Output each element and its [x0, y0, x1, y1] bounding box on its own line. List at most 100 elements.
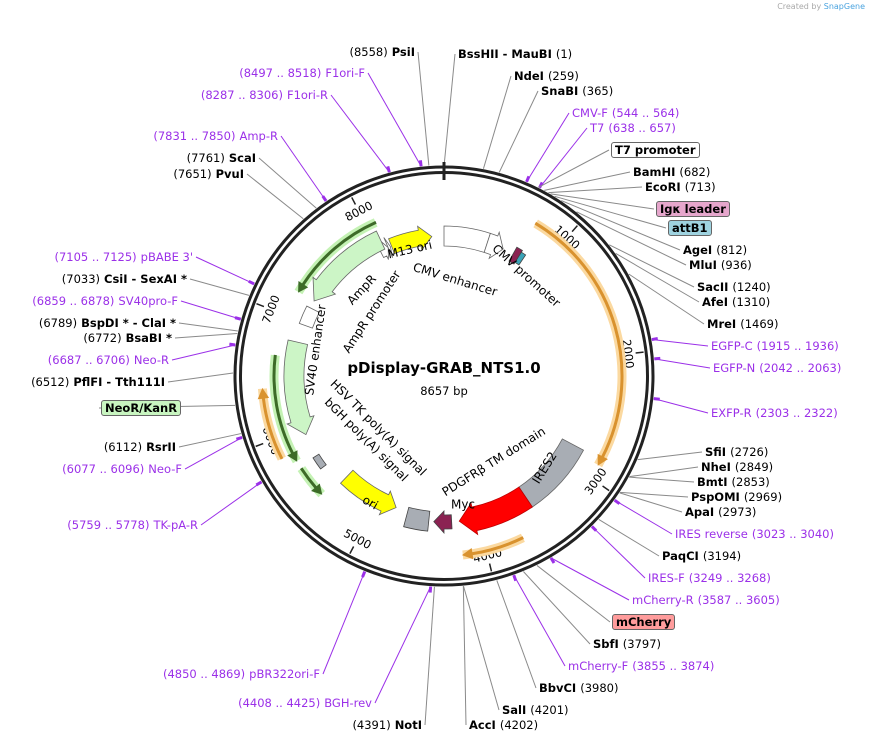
- primer-label[interactable]: CMV-F(544 .. 564): [572, 106, 683, 120]
- feature-igk-leader[interactable]: [508, 246, 523, 265]
- snapgene-credit: Created by SnapGene: [777, 2, 865, 11]
- enzyme-site-label[interactable]: AfeI(1310): [702, 295, 774, 309]
- primer-label[interactable]: (8497 .. 8518)F1ori-F: [235, 66, 365, 80]
- feature-label-box[interactable]: T7 promoter: [611, 142, 700, 158]
- leader-line: [330, 94, 390, 173]
- enzyme-site-label[interactable]: BbvCI(3980): [539, 681, 622, 695]
- site-name: CMV-F: [572, 106, 608, 120]
- enzyme-site-label[interactable]: BamHI(682): [633, 165, 714, 179]
- enzyme-site-label[interactable]: (7033)CsiI - SexAI *: [58, 272, 187, 286]
- primer-label[interactable]: EGFP-N(2042 .. 2063): [713, 361, 845, 375]
- feature-bgh-polya[interactable]: [403, 506, 431, 532]
- enzyme-site-label[interactable]: MluI(936): [689, 258, 756, 272]
- feature-ires2[interactable]: [518, 438, 585, 508]
- feature-label[interactable]: CMV promoter: [490, 242, 564, 310]
- orf-arc-neo-1[interactable]: [272, 354, 298, 462]
- primer-label[interactable]: IRES-F(3249 .. 3268): [648, 571, 775, 585]
- enzyme-site-label[interactable]: SbfI(3797): [593, 637, 665, 651]
- orf-arc-top-right[interactable]: [534, 221, 624, 466]
- enzyme-site-label[interactable]: PaqCI(3194): [662, 549, 745, 563]
- enzyme-site-label[interactable]: AccI(4202): [469, 718, 542, 732]
- enzyme-site-label[interactable]: SfiI(2726): [705, 445, 772, 459]
- enzyme-site-label[interactable]: SalI(4201): [502, 703, 573, 717]
- primer-label[interactable]: IRES reverse(3023 .. 3040): [675, 527, 838, 541]
- orf-arc-left[interactable]: [257, 387, 284, 460]
- feature-hsv-tk-polya[interactable]: [312, 453, 327, 470]
- feature-small-arrow[interactable]: [383, 237, 393, 258]
- leader-line: [619, 491, 689, 498]
- leader-line: [246, 173, 304, 220]
- feature-attb1[interactable]: [514, 251, 527, 266]
- enzyme-site-label[interactable]: MreI(1469): [707, 317, 782, 331]
- site-name: F1ori-R: [286, 88, 328, 102]
- enzyme-site-label[interactable]: (6512)PflFI - Tth111I: [27, 375, 165, 389]
- orf-arc-neo-2[interactable]: [299, 467, 323, 495]
- tick-label: 3000: [581, 465, 609, 497]
- feature-label-box[interactable]: NeoR/KanR: [101, 400, 182, 416]
- enzyme-site-label[interactable]: (6772)BsaBI *: [79, 331, 172, 345]
- primer-label[interactable]: (6859 .. 6878)SV40pro-F: [28, 294, 178, 308]
- site-name: AfeI: [702, 295, 728, 309]
- feature-cmv-promoter[interactable]: [483, 230, 504, 260]
- orf-arc-ampr[interactable]: [298, 220, 377, 293]
- primer-label[interactable]: EGFP-C(1915 .. 1936): [711, 339, 843, 353]
- enzyme-site-label[interactable]: SacII(1240): [697, 280, 775, 294]
- enzyme-site-label[interactable]: SnaBI(365): [541, 84, 617, 98]
- enzyme-site-label[interactable]: NdeI(259): [514, 69, 583, 83]
- enzyme-site-label[interactable]: (7651)PvuI: [169, 167, 244, 181]
- feature-label-box[interactable]: attB1: [668, 220, 712, 236]
- enzyme-site-label[interactable]: (8558)PsiI: [345, 45, 415, 59]
- feature-label[interactable]: ori: [360, 493, 381, 513]
- primer-label[interactable]: T7(638 .. 657): [590, 121, 680, 135]
- primer-label[interactable]: (7831 .. 7850)Amp-R: [149, 129, 278, 143]
- site-name: EXFP-R: [711, 406, 752, 420]
- feature-label-box[interactable]: Igκ leader: [656, 201, 730, 217]
- primer-label[interactable]: EXFP-R(2303 .. 2322): [711, 406, 842, 420]
- tick-mark: [488, 563, 493, 572]
- feature-ori[interactable]: [339, 469, 397, 516]
- primer-label[interactable]: (6687 .. 6706)Neo-R: [44, 353, 169, 367]
- feature-cmv-enhancer[interactable]: [443, 225, 491, 253]
- feature-m13-ori[interactable]: [388, 225, 433, 255]
- feature-label[interactable]: Myc: [451, 498, 475, 512]
- enzyme-site-label[interactable]: (7761)ScaI: [183, 151, 256, 165]
- site-name: T7 promoter: [611, 142, 700, 158]
- enzyme-site-label[interactable]: ApaI(2973): [685, 505, 760, 519]
- enzyme-site-label[interactable]: (4391)NotI: [348, 718, 422, 732]
- feature-ampr-promoter[interactable]: [298, 305, 320, 329]
- site-position: (6859 .. 6878): [32, 294, 115, 308]
- leader-line: [615, 252, 700, 303]
- primer-label[interactable]: (5759 .. 5778)TK-pA-R: [63, 518, 198, 532]
- site-position: (713): [684, 180, 716, 194]
- leader-line: [195, 256, 255, 285]
- orf-arc-bottom[interactable]: [461, 536, 524, 560]
- enzyme-site-label[interactable]: PspOMI(2969): [691, 490, 786, 504]
- feature-label[interactable]: CMV enhancer: [411, 260, 499, 299]
- primer-label[interactable]: (4408 .. 4425)BGH-rev: [234, 696, 372, 710]
- site-name: BbvCI: [539, 681, 577, 695]
- feature-sv40-enhancer[interactable]: [283, 339, 315, 436]
- feature-mcherry[interactable]: [458, 486, 533, 536]
- enzyme-site-label[interactable]: BmtI(2853): [697, 475, 774, 489]
- enzyme-site-label[interactable]: NheI(2849): [701, 460, 777, 474]
- leader-line: [576, 211, 687, 266]
- feature-label[interactable]: HSV TK poly(A) signal: [327, 377, 429, 479]
- primer-label[interactable]: (6077 .. 6096)Neo-F: [58, 462, 182, 476]
- feature-pdgfrb-tm[interactable]: [433, 510, 453, 535]
- enzyme-site-label[interactable]: (6789)BspDI * - ClaI *: [35, 316, 176, 330]
- enzyme-site-label[interactable]: EcoRI(713): [645, 180, 720, 194]
- primer-label[interactable]: (4850 .. 4869)pBR322ori-F: [159, 667, 320, 681]
- primer-label[interactable]: (8287 .. 8306)F1ori-R: [197, 88, 328, 102]
- feature-ampr[interactable]: [312, 230, 386, 302]
- primer-label[interactable]: (7105 .. 7125)pBABE 3': [51, 250, 194, 264]
- site-name: EGFP-N: [713, 361, 756, 375]
- primer-label[interactable]: mCherry-F(3855 .. 3874): [568, 659, 718, 673]
- primer-binding-mark: [512, 574, 518, 582]
- enzyme-site-label[interactable]: (6112)RsrII: [100, 440, 176, 454]
- feature-label-box[interactable]: mCherry: [612, 614, 676, 630]
- primer-label[interactable]: mCherry-R(3587 .. 3605): [632, 593, 784, 607]
- site-name: ScaI: [228, 151, 256, 165]
- enzyme-site-label[interactable]: BssHII - MauBI(1): [458, 47, 576, 61]
- enzyme-site-label[interactable]: AgeI(812): [683, 243, 751, 257]
